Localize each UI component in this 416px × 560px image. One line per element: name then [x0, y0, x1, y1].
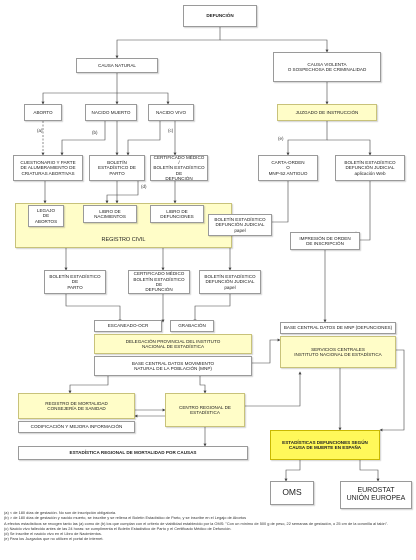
registro-civil-label: REGISTRO CIVIL: [101, 236, 146, 243]
node-delegacion: DELEGACIÓN PROVINCIAL DEL INSTITUTO NACI…: [94, 334, 252, 354]
node-causa-violenta: CAUSA VIOLENTA O SOSPECHOSA DE CRIMINALI…: [273, 52, 381, 82]
node-defuncion: DEFUNCIÓN: [183, 5, 257, 27]
node-centro-regional: CENTRO REGIONAL DE ESTADÍSTICA: [165, 393, 245, 427]
node-libro-nacimientos: LIBRO DE NACIMIENTOS: [83, 205, 137, 223]
node-boletin-judicial-papel: BOLETÍN ESTADÍSTICO DEFUNCIÓN JUDICIAL p…: [208, 214, 272, 236]
footnote-e: (e) Para los Juzgados que no utilicen el…: [4, 536, 104, 542]
footnote-b: (b) > de 180 días de gestación y nacido …: [4, 515, 247, 521]
node-certificado: CERTIFICADO MÉDICO / BOLETÍN ESTADÍSTICO…: [150, 155, 208, 181]
node-servicios-centrales: SERVICIOS CENTRALES INSTITUTO NACIONAL D…: [280, 336, 396, 368]
footnote-criteria: A efectos estadísticos se recogen tanto …: [4, 520, 389, 526]
node-escaneado: ESCANEADO-OCR: [94, 320, 162, 332]
label-c: (c): [168, 128, 174, 133]
node-libro-defunciones: LIBRO DE DEFUNCIONES: [150, 205, 204, 223]
node-boletin-judicial-web: BOLETÍN ESTADÍSTICO DEFUNCIÓN JUDICIAL a…: [335, 155, 405, 181]
node-carta-orden: CARTA-ORDEN O MNP-52 ANTIGUO: [258, 155, 318, 181]
node-causa-natural: CAUSA NATURAL: [76, 58, 158, 73]
node-legajo: LEGAJO DE ABORTOS: [28, 205, 64, 227]
node-base-defunciones: BASE CENTRAL DATOS DE MNP (DEFUNCIONES): [280, 322, 396, 334]
node-aborto: ABORTO: [24, 104, 62, 121]
footnotes: (a) < de 180 días de gestación. No son d…: [4, 510, 412, 542]
node-estadistica-regional: ESTADÍSTICA REGIONAL DE MORTALIDAD POR C…: [18, 446, 248, 460]
footnote-c: (c) Nacido vivo fallecido antes de las 2…: [4, 525, 232, 531]
node-impresion-orden: IMPRESIÓN DE ORDEN DE INSCRIPCIÓN: [290, 232, 360, 250]
node-nacido-vivo: NACIDO VIVO: [148, 104, 194, 121]
node-registro-mortalidad: REGISTRO DE MORTALIDAD CONSEJERÍA DE SAN…: [18, 393, 135, 419]
footnote-d: (d) Se inscribe el nacido vivo en el Lib…: [4, 531, 102, 537]
node-boletin-judicial-papel-2: BOLETÍN ESTADÍSTICO DEFUNCIÓN JUDICIAL p…: [199, 270, 261, 294]
node-boletin-parto: BOLETÍN ESTADÍSTICO DE PARTO: [89, 155, 145, 181]
node-codificacion: CODIFICACIÓN Y MEJORA INFORMACIÓN: [18, 421, 135, 433]
label-a: (a): [37, 128, 43, 133]
label-e: (e): [278, 136, 284, 141]
node-cuestionario: CUESTIONARIO Y PARTE DE ALUMBRAMIENTO DE…: [13, 155, 83, 181]
node-boletin-parto-2: BOLETÍN ESTADÍSTICO DE PARTO: [44, 270, 106, 294]
node-base-mnp: BASE CENTRAL DATOS MOVIMIENTO NATURAL DE…: [94, 356, 252, 376]
footnote-a: (a) < de 180 días de gestación. No son d…: [4, 510, 117, 515]
node-certificado-2: CERTIFICADO MÉDICO BOLETÍN ESTADÍSTICO D…: [128, 270, 190, 294]
node-grabacion: GRABACIÓN: [170, 320, 214, 332]
node-nacido-muerto: NACIDO MUERTO: [85, 104, 137, 121]
node-estadisticas-defunciones: ESTADÍSTICAS DEFUNCIONES SEGÚN CAUSA DE …: [270, 430, 380, 460]
label-d: (d): [141, 184, 147, 189]
node-juzgado: JUZGADO DE INSTRUCCIÓN: [277, 104, 377, 121]
node-eurostat: EUROSTAT UNIÓN EUROPEA: [340, 481, 412, 509]
label-b: (b): [92, 130, 98, 135]
node-oms: OMS: [270, 481, 314, 505]
